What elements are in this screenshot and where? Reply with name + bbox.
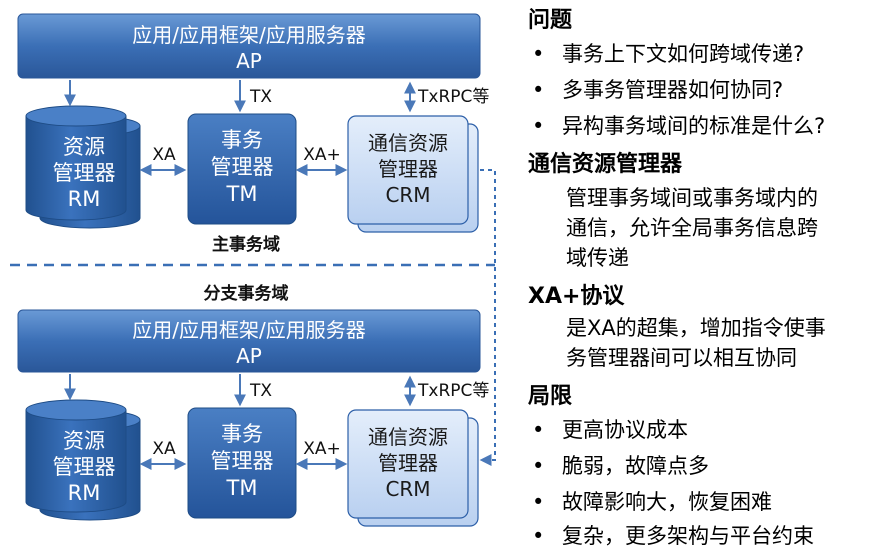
question-item: •多事务管理器如何协同? xyxy=(532,78,784,102)
crm-desc-line: 管理事务域间或事务域内的 xyxy=(566,186,818,210)
tm-line-3: TM xyxy=(226,182,258,206)
main-transaction-domain: 应用/应用框架/应用服务器 AP TX TxRPC等 资源 管理器 RM XA … xyxy=(17,13,489,255)
limit-item: •脆弱，故障点多 xyxy=(532,454,709,478)
question-item: •事务上下文如何跨域传递? xyxy=(532,42,805,66)
crm-line-3: CRM xyxy=(385,183,430,207)
rm-line-2: 管理器 xyxy=(53,455,116,479)
rm-line-2: 管理器 xyxy=(53,161,116,185)
label-xa: XA xyxy=(152,439,176,459)
domain-label-branch: 分支事务域 xyxy=(204,283,289,304)
limit-item: •故障影响大，恢复困难 xyxy=(532,490,772,514)
rm-line-1: 资源 xyxy=(63,135,105,159)
label-tx: TX xyxy=(249,381,272,401)
crm-line-1: 通信资源 xyxy=(368,425,448,449)
rm-cylinder-branch: 资源 管理器 RM xyxy=(25,399,141,521)
label-xa-plus: XA+ xyxy=(303,145,341,165)
label-xa-plus: XA+ xyxy=(303,439,341,459)
bullet-icon: • xyxy=(532,42,545,66)
tm-line-2: 管理器 xyxy=(211,155,274,179)
heading-limits: 局限 xyxy=(528,384,573,409)
tm-line-3: TM xyxy=(226,476,258,500)
ap-bar-branch: 应用/应用框架/应用服务器 AP xyxy=(17,309,481,373)
ap-title: 应用/应用框架/应用服务器 xyxy=(132,23,365,47)
branch-transaction-domain: 分支事务域 应用/应用框架/应用服务器 AP TX TxRPC等 资源 管理器 … xyxy=(17,283,489,527)
limit-item: •更高协议成本 xyxy=(532,418,688,442)
crm-desc-line: 通信，允许全局事务信息跨 xyxy=(566,216,818,240)
limit-item: •复杂，更多架构与平台约束 xyxy=(532,524,814,548)
crm-line-3: CRM xyxy=(385,477,430,501)
xa-plus-desc-line: 是XA的超集，增加指令使事 xyxy=(566,316,826,340)
question-item: •异构事务域间的标准是什么? xyxy=(532,114,826,138)
ap-label: AP xyxy=(236,344,262,368)
rm-cylinder-main: 资源 管理器 RM xyxy=(25,105,141,229)
crm-box-branch: 通信资源 管理器 CRM xyxy=(347,409,479,527)
crm-line-2: 管理器 xyxy=(378,451,438,475)
label-tx: TX xyxy=(249,87,272,107)
rm-line-1: 资源 xyxy=(63,429,105,453)
architecture-diagram: 应用/应用框架/应用服务器 AP TX TxRPC等 资源 管理器 RM XA … xyxy=(10,13,496,527)
bullet-icon: • xyxy=(532,114,545,138)
heading-questions: 问题 xyxy=(528,8,573,33)
crm-line-2: 管理器 xyxy=(378,157,438,181)
crm-box-main: 通信资源 管理器 CRM xyxy=(347,115,479,233)
bullet-icon: • xyxy=(532,78,545,102)
heading-crm: 通信资源管理器 xyxy=(528,152,683,177)
bullet-icon: • xyxy=(532,454,545,478)
tm-line-2: 管理器 xyxy=(211,449,274,473)
ap-bar-main: 应用/应用框架/应用服务器 AP xyxy=(17,13,481,79)
xa-plus-desc-line: 务管理器间可以相互协同 xyxy=(566,346,797,370)
bullet-icon: • xyxy=(532,524,545,548)
crm-connector xyxy=(479,169,496,466)
tm-box-main: 事务 管理器 TM xyxy=(187,113,297,225)
tm-box-branch: 事务 管理器 TM xyxy=(187,407,297,519)
tm-line-1: 事务 xyxy=(221,422,263,446)
bullet-icon: • xyxy=(532,418,545,442)
crm-desc-line: 域传递 xyxy=(566,246,629,270)
tm-line-1: 事务 xyxy=(221,128,263,152)
label-txrpc: TxRPC等 xyxy=(417,381,489,401)
domain-label-main: 主事务域 xyxy=(212,234,280,255)
ap-title: 应用/应用框架/应用服务器 xyxy=(132,318,365,342)
heading-xa-plus: XA+协议 xyxy=(528,284,625,309)
ap-label: AP xyxy=(236,49,262,73)
label-txrpc: TxRPC等 xyxy=(417,87,489,107)
crm-line-1: 通信资源 xyxy=(368,131,448,155)
rm-line-3: RM xyxy=(68,187,101,211)
bullet-icon: • xyxy=(532,490,545,514)
label-xa: XA xyxy=(152,145,176,165)
rm-line-3: RM xyxy=(68,481,101,505)
